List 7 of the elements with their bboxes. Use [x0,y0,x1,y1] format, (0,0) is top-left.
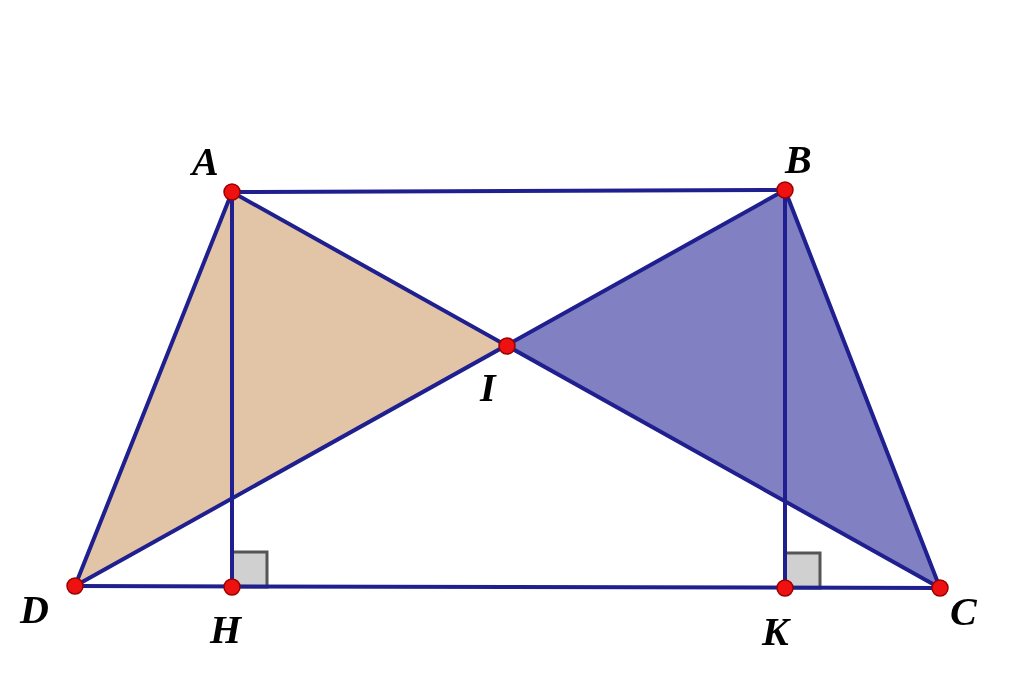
point-label: B [785,140,812,180]
point-label: A [192,142,219,182]
point-label: K [762,612,789,652]
point-label: D [20,590,49,630]
point-label: C [950,592,977,632]
point-label: I [480,368,496,408]
point-label: H [210,610,242,650]
